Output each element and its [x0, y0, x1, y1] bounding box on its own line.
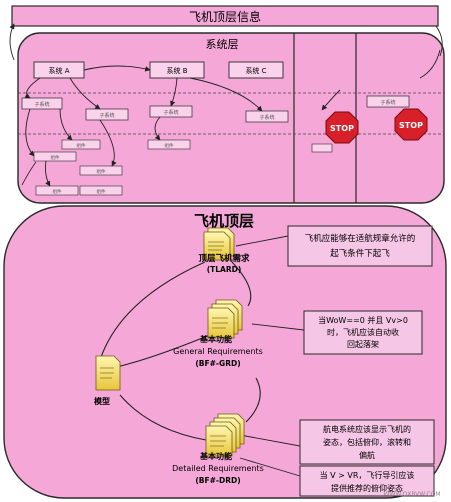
grd-code: (BF#-GRD): [195, 359, 240, 368]
system-c-box: 系统 C: [228, 61, 284, 79]
systems-panel: 系统层 系统 A 系统 B 系统 C 子系统 子系统 子系统 子: [9, 23, 445, 204]
note-2-line-3: 回起落架: [347, 339, 379, 349]
system-b-label: 系统 B: [166, 66, 187, 75]
tlard-code: (TLARD): [207, 265, 242, 274]
system-b-box: 系统 B: [149, 61, 205, 79]
stop-sign-icon: STOP: [325, 111, 359, 144]
component-box: 组件: [33, 151, 77, 162]
aircraft-panel-title: 飞机顶层: [194, 212, 254, 230]
system-a-box: 系统 A: [33, 61, 85, 79]
drd-name: Detailed Requirements: [172, 464, 264, 473]
note-3-line-2: 姿态，包括俯仰，滚转和: [323, 437, 411, 447]
note-3-line-1: 航电系统应该显示飞机的: [323, 424, 411, 434]
system-a-label: 系统 A: [48, 66, 69, 75]
subsystem-label: 子系统: [99, 112, 114, 119]
note-4-line-1: 当 V > VR，飞行导引应该: [320, 470, 415, 480]
requirement-note-4: 当 V > VR，飞行导引应该 提供推荐的俯仰姿态: [299, 465, 435, 497]
model-label: 模型: [94, 396, 110, 406]
drd-label: 基本功能: [199, 451, 232, 461]
drd-document-icon: [205, 413, 245, 457]
subsystem-label: 子系统: [380, 99, 395, 106]
note-3-line-3: 偏航: [359, 450, 375, 460]
aircraft-panel: 飞机顶层 顶层飞机需求 (TLARD) 基本: [3, 205, 447, 499]
grd-name: General Requirements: [173, 347, 263, 356]
requirement-note-3: 航电系统应该显示飞机的 姿态，包括俯仰，滚转和 偏航: [299, 419, 435, 465]
subsystem-label: 子系统: [34, 101, 49, 108]
component-box: [311, 143, 333, 153]
note-1-line-1: 飞机应能够在适航规章允许的: [305, 233, 416, 244]
component-label: 组件: [51, 154, 60, 161]
requirement-note-1: 飞机应能够在适航规章允许的 起飞条件下起飞: [287, 225, 433, 267]
subsystem-box: 子系统: [366, 95, 410, 108]
subsystem-box: 子系统: [85, 108, 129, 121]
stop-sign-icon: STOP: [394, 108, 428, 141]
tlard-document-icon: [203, 227, 235, 261]
banner-title: 飞机顶层信息: [189, 9, 261, 24]
note-2-line-1: 当WoW==0 并且 Vv>0: [318, 315, 408, 325]
tlard-label: 顶层飞机需求: [198, 253, 250, 264]
component-box: 组件: [35, 185, 79, 196]
subsystem-label: 子系统: [259, 114, 274, 121]
component-label: 组件: [97, 188, 106, 195]
subsystem-label: 子系统: [163, 109, 178, 116]
component-box: 组件: [79, 185, 123, 196]
grd-document-icon: [207, 299, 243, 339]
system-c-label: 系统 C: [245, 66, 266, 75]
component-label: 组件: [165, 142, 174, 149]
component-label: 组件: [53, 188, 62, 195]
top-banner: 飞机顶层信息: [11, 5, 439, 27]
component-box: 组件: [147, 139, 191, 150]
requirement-note-2: 当WoW==0 并且 Vv>0 时，飞机应该自动收 回起落架: [303, 310, 423, 355]
stop-sign-label: STOP: [399, 121, 423, 130]
component-box: 组件: [79, 165, 123, 176]
component-label: 组件: [77, 142, 86, 149]
note-1-line-2: 起飞条件下起飞: [330, 248, 390, 259]
subsystem-box: 子系统: [21, 97, 63, 110]
grd-label: 基本功能: [199, 334, 232, 344]
stop-sign-label: STOP: [330, 124, 354, 133]
note-4-line-2: 提供推荐的俯仰姿态: [331, 483, 403, 493]
component-label: 组件: [97, 168, 106, 175]
watermark: WWW.QXRVW.COM: [383, 491, 440, 498]
model-document-icon: [95, 355, 121, 391]
systems-panel-title: 系统层: [206, 38, 239, 51]
subsystem-box: 子系统: [245, 110, 289, 123]
component-box: 组件: [61, 139, 101, 150]
note-2-line-2: 时，飞机应该自动收: [327, 327, 399, 337]
subsystem-box: 子系统: [149, 105, 193, 118]
drd-code: (BF#-DRD): [195, 476, 240, 485]
